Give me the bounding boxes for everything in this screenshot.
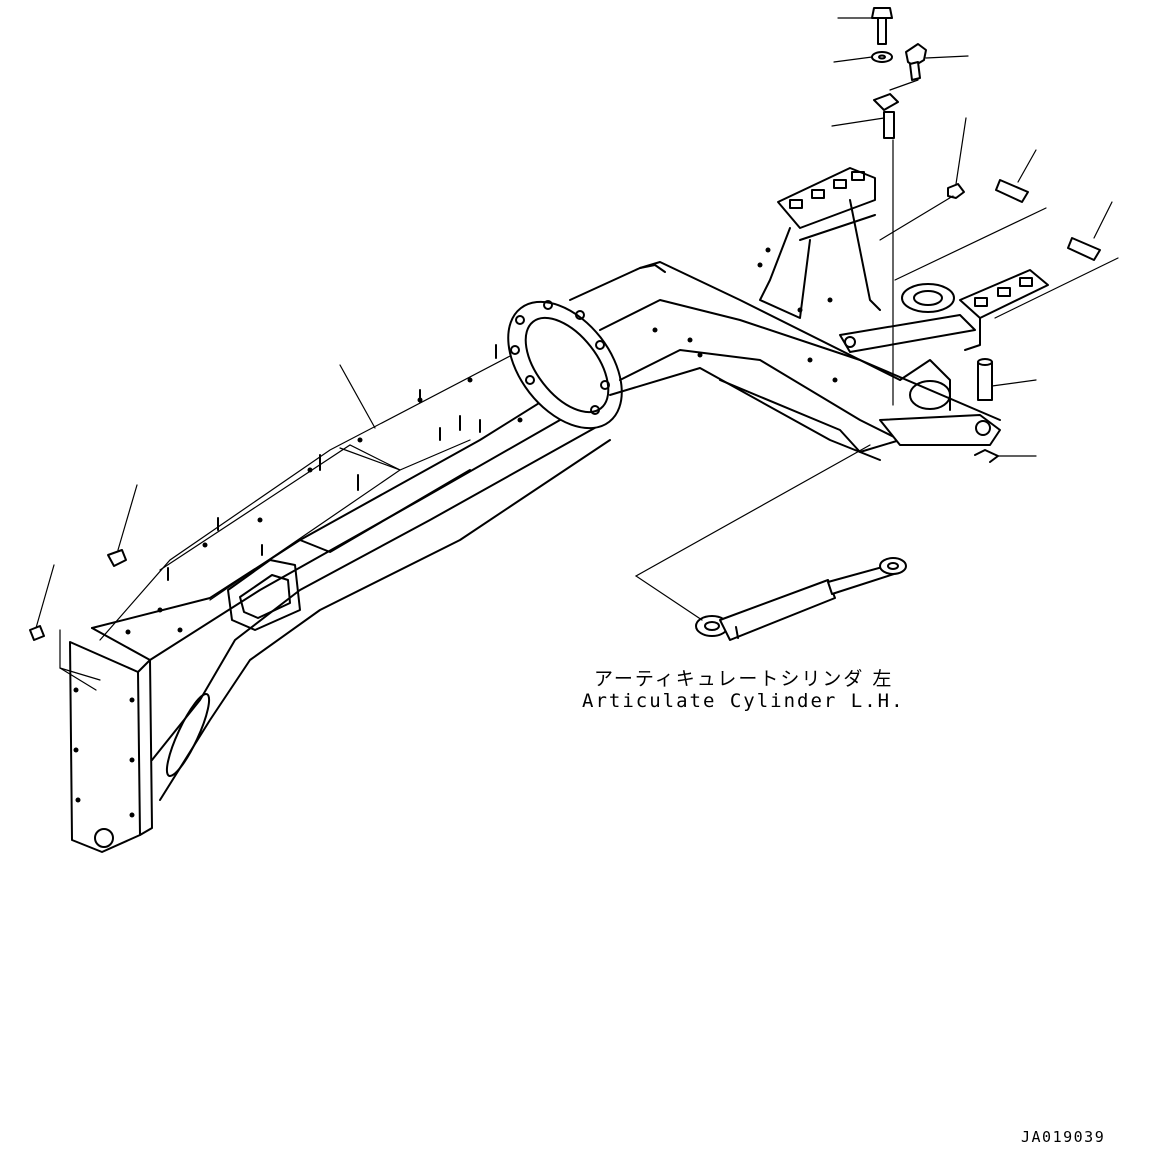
rear-frame xyxy=(69,329,611,853)
hardware-parts xyxy=(29,7,1101,641)
swing-flange xyxy=(507,300,623,430)
caption-japanese: アーティキュレートシリンダ 左 xyxy=(594,668,894,690)
drawing-number: JA019039 xyxy=(1021,1128,1106,1146)
caption-english: Articulate Cylinder L.H. xyxy=(582,690,905,712)
leader-lines xyxy=(35,17,1119,691)
front-frame xyxy=(569,167,1049,461)
articulate-cylinder xyxy=(695,557,907,641)
